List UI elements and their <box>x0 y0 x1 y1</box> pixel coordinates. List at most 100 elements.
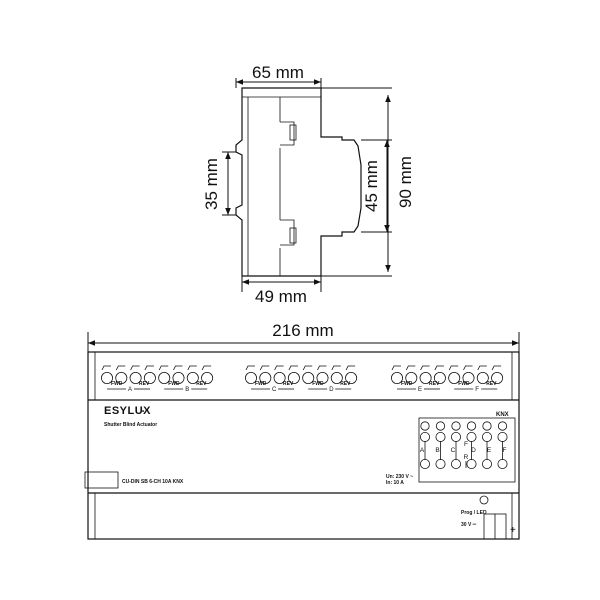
screw-terminal[interactable] <box>491 371 504 384</box>
brand-mark-icon: • <box>142 409 144 415</box>
screw-terminal[interactable] <box>186 371 199 384</box>
button-channel-letter: F <box>503 447 507 454</box>
terminal-tab <box>405 365 416 371</box>
side-clip-lower-tab <box>289 227 297 244</box>
front-housing <box>87 351 520 540</box>
screw-terminal[interactable] <box>419 371 432 384</box>
manual-button-up[interactable] <box>481 431 492 442</box>
fwd-label: FWD <box>255 381 267 387</box>
channel-letter: B <box>185 387 189 393</box>
rev-label: REV <box>429 381 440 387</box>
forward-letter: F <box>464 441 468 448</box>
terminal-tab <box>173 365 183 371</box>
screw-terminal[interactable] <box>129 371 142 384</box>
channel-letter: C <box>272 387 277 393</box>
manual-button-down[interactable] <box>497 458 508 469</box>
manual-button-up[interactable] <box>466 431 477 442</box>
screw-terminal[interactable] <box>462 371 475 384</box>
button-channel-letter: B <box>435 447 439 454</box>
dim-label-45: 45 mm <box>362 160 381 212</box>
manual-button-up[interactable] <box>450 431 461 442</box>
button-channel-letter: D <box>471 447 476 454</box>
terminal-tab <box>477 365 487 371</box>
plus-sign: + <box>510 525 516 536</box>
dim-label-65: 65 mm <box>252 63 304 82</box>
fwd-label: FWD <box>401 381 413 387</box>
channel-letter: D <box>329 387 334 393</box>
screw-terminal[interactable] <box>330 371 343 384</box>
product-name: Shutter Blind Actuator <box>104 422 157 428</box>
prog-led-button[interactable] <box>479 495 489 505</box>
channel-letter: F <box>475 387 479 393</box>
screw-terminal[interactable] <box>287 371 300 384</box>
screw-terminal[interactable] <box>201 371 214 384</box>
screw-terminal[interactable] <box>259 371 272 384</box>
manual-button-up[interactable] <box>419 431 430 442</box>
button-channel-letter: C <box>451 447 456 454</box>
terminal-tab <box>391 365 401 371</box>
screw-terminal[interactable] <box>158 371 171 384</box>
screw-terminal[interactable] <box>405 371 418 384</box>
dim-label-216: 216 mm <box>272 321 333 340</box>
fwd-label: FWD <box>458 381 470 387</box>
manual-button-down[interactable] <box>435 458 446 469</box>
fwd-label: FWD <box>168 381 180 387</box>
led-indicator <box>497 421 508 431</box>
dim-label-49: 49 mm <box>255 287 307 306</box>
rev-label: REV <box>196 381 207 387</box>
screw-terminal[interactable] <box>390 371 403 384</box>
terminal-tab <box>245 365 255 371</box>
button-channel-letter: A <box>420 447 425 454</box>
screw-terminal[interactable] <box>302 371 315 384</box>
screw-terminal[interactable] <box>101 371 114 384</box>
terminal-tab <box>115 365 126 371</box>
terminal-tab <box>345 365 356 371</box>
manual-button-down[interactable] <box>481 458 492 469</box>
bus-voltage-label: 30 V ═ <box>461 522 477 528</box>
screw-terminal[interactable] <box>316 371 329 384</box>
terminal-tab <box>101 365 111 371</box>
label-slot <box>84 471 119 489</box>
led-indicator <box>482 421 492 431</box>
terminal-tab <box>144 365 154 371</box>
reverse-letter: R <box>464 454 469 461</box>
screw-terminal[interactable] <box>115 371 128 384</box>
rev-label: REV <box>139 381 150 387</box>
dim-label-90: 90 mm <box>396 156 415 208</box>
manual-button-up[interactable] <box>497 431 508 442</box>
screw-terminal[interactable] <box>433 371 446 384</box>
manual-button-down[interactable] <box>419 458 430 469</box>
manual-button-up[interactable] <box>435 431 446 442</box>
side-view: 65 mm 49 mm 35 mm 45 mm 90 mm <box>202 63 415 306</box>
led-indicator <box>451 421 461 431</box>
side-clip-lower <box>280 219 295 246</box>
model-label: CU-DIN SB 6-CH 10A KNX <box>122 479 184 485</box>
screw-terminal[interactable] <box>273 371 286 384</box>
spec-current: In: 10 A <box>386 480 404 486</box>
prog-led-label: Prog / LED <box>461 510 487 516</box>
manual-button-panel <box>418 417 516 483</box>
terminal-tab <box>274 365 284 371</box>
terminal-tab <box>463 365 473 371</box>
led-indicator <box>466 421 477 431</box>
terminal-tab <box>434 365 444 371</box>
screw-terminal[interactable] <box>476 371 489 384</box>
screw-terminal[interactable] <box>244 371 257 384</box>
terminal-tab <box>420 365 430 371</box>
terminal-tab <box>448 365 459 371</box>
rev-label: REV <box>283 381 294 387</box>
manual-button-down[interactable] <box>450 458 461 469</box>
knx-logo: KNX <box>496 412 509 418</box>
terminal-tab <box>491 365 502 371</box>
screw-terminal[interactable] <box>345 371 358 384</box>
side-clip-upper-tab <box>289 124 297 141</box>
brand-logo: ESYLUX <box>104 405 151 417</box>
rev-label: REV <box>486 381 497 387</box>
screw-terminal[interactable] <box>172 371 185 384</box>
screw-terminal[interactable] <box>143 371 156 384</box>
screw-terminal[interactable] <box>448 371 461 384</box>
terminal-tab <box>130 365 140 371</box>
